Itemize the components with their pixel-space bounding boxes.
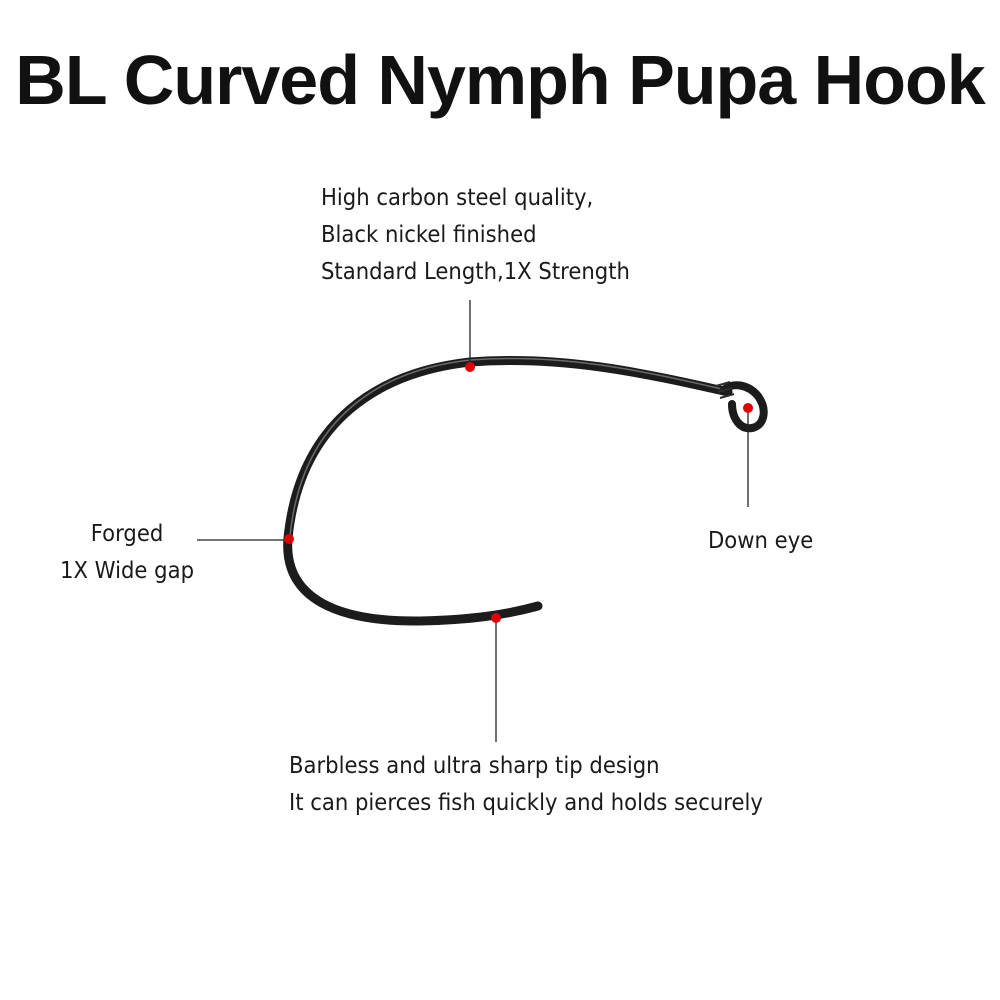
hook-eye xyxy=(720,381,768,433)
hook-point xyxy=(499,603,541,619)
callout-line: Down eye xyxy=(708,528,814,554)
hook-shank-highlight xyxy=(289,357,727,537)
callout-line: Black nickel finished xyxy=(321,222,537,248)
callout-line: 1X Wide gap xyxy=(59,558,195,584)
callout-line: Forged xyxy=(90,521,164,547)
callout-line: Standard Length,1X Strength xyxy=(321,259,630,285)
hook-shank-and-bend xyxy=(283,355,733,626)
callout-wide-gap: Forged 1X Wide gap xyxy=(58,516,196,590)
marker-gap xyxy=(284,534,294,544)
marker-tip xyxy=(491,613,501,623)
page-title: BL Curved Nymph Pupa Hook xyxy=(15,41,985,119)
hook-icon xyxy=(283,355,768,626)
callout-line: Barbless and ultra sharp tip design xyxy=(289,753,660,779)
callout-line: It can pierces fish quickly and holds se… xyxy=(289,790,763,816)
marker-eye xyxy=(743,403,753,413)
callout-barbless-tip: Barbless and ultra sharp tip design It c… xyxy=(289,748,763,822)
callout-down-eye: Down eye xyxy=(708,523,813,560)
hook-eye-wrap xyxy=(715,381,735,399)
marker-steel xyxy=(465,362,475,372)
callout-steel-quality: High carbon steel quality, Black nickel … xyxy=(321,180,630,291)
callout-line: High carbon steel quality, xyxy=(321,185,594,211)
